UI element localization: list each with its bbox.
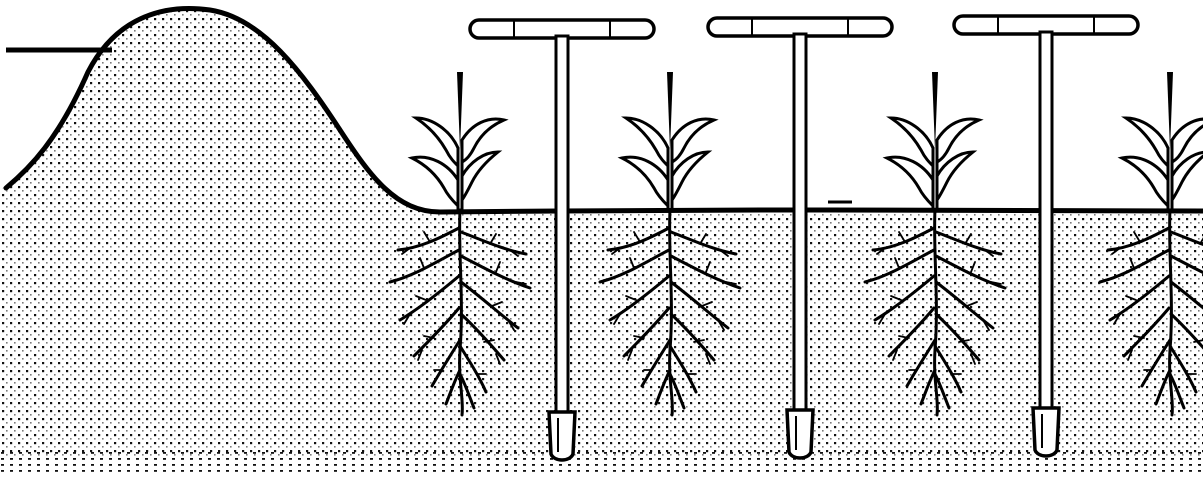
ground-line — [440, 210, 1203, 212]
soil-fill — [0, 8, 1203, 458]
subsoil-band — [0, 452, 1203, 474]
